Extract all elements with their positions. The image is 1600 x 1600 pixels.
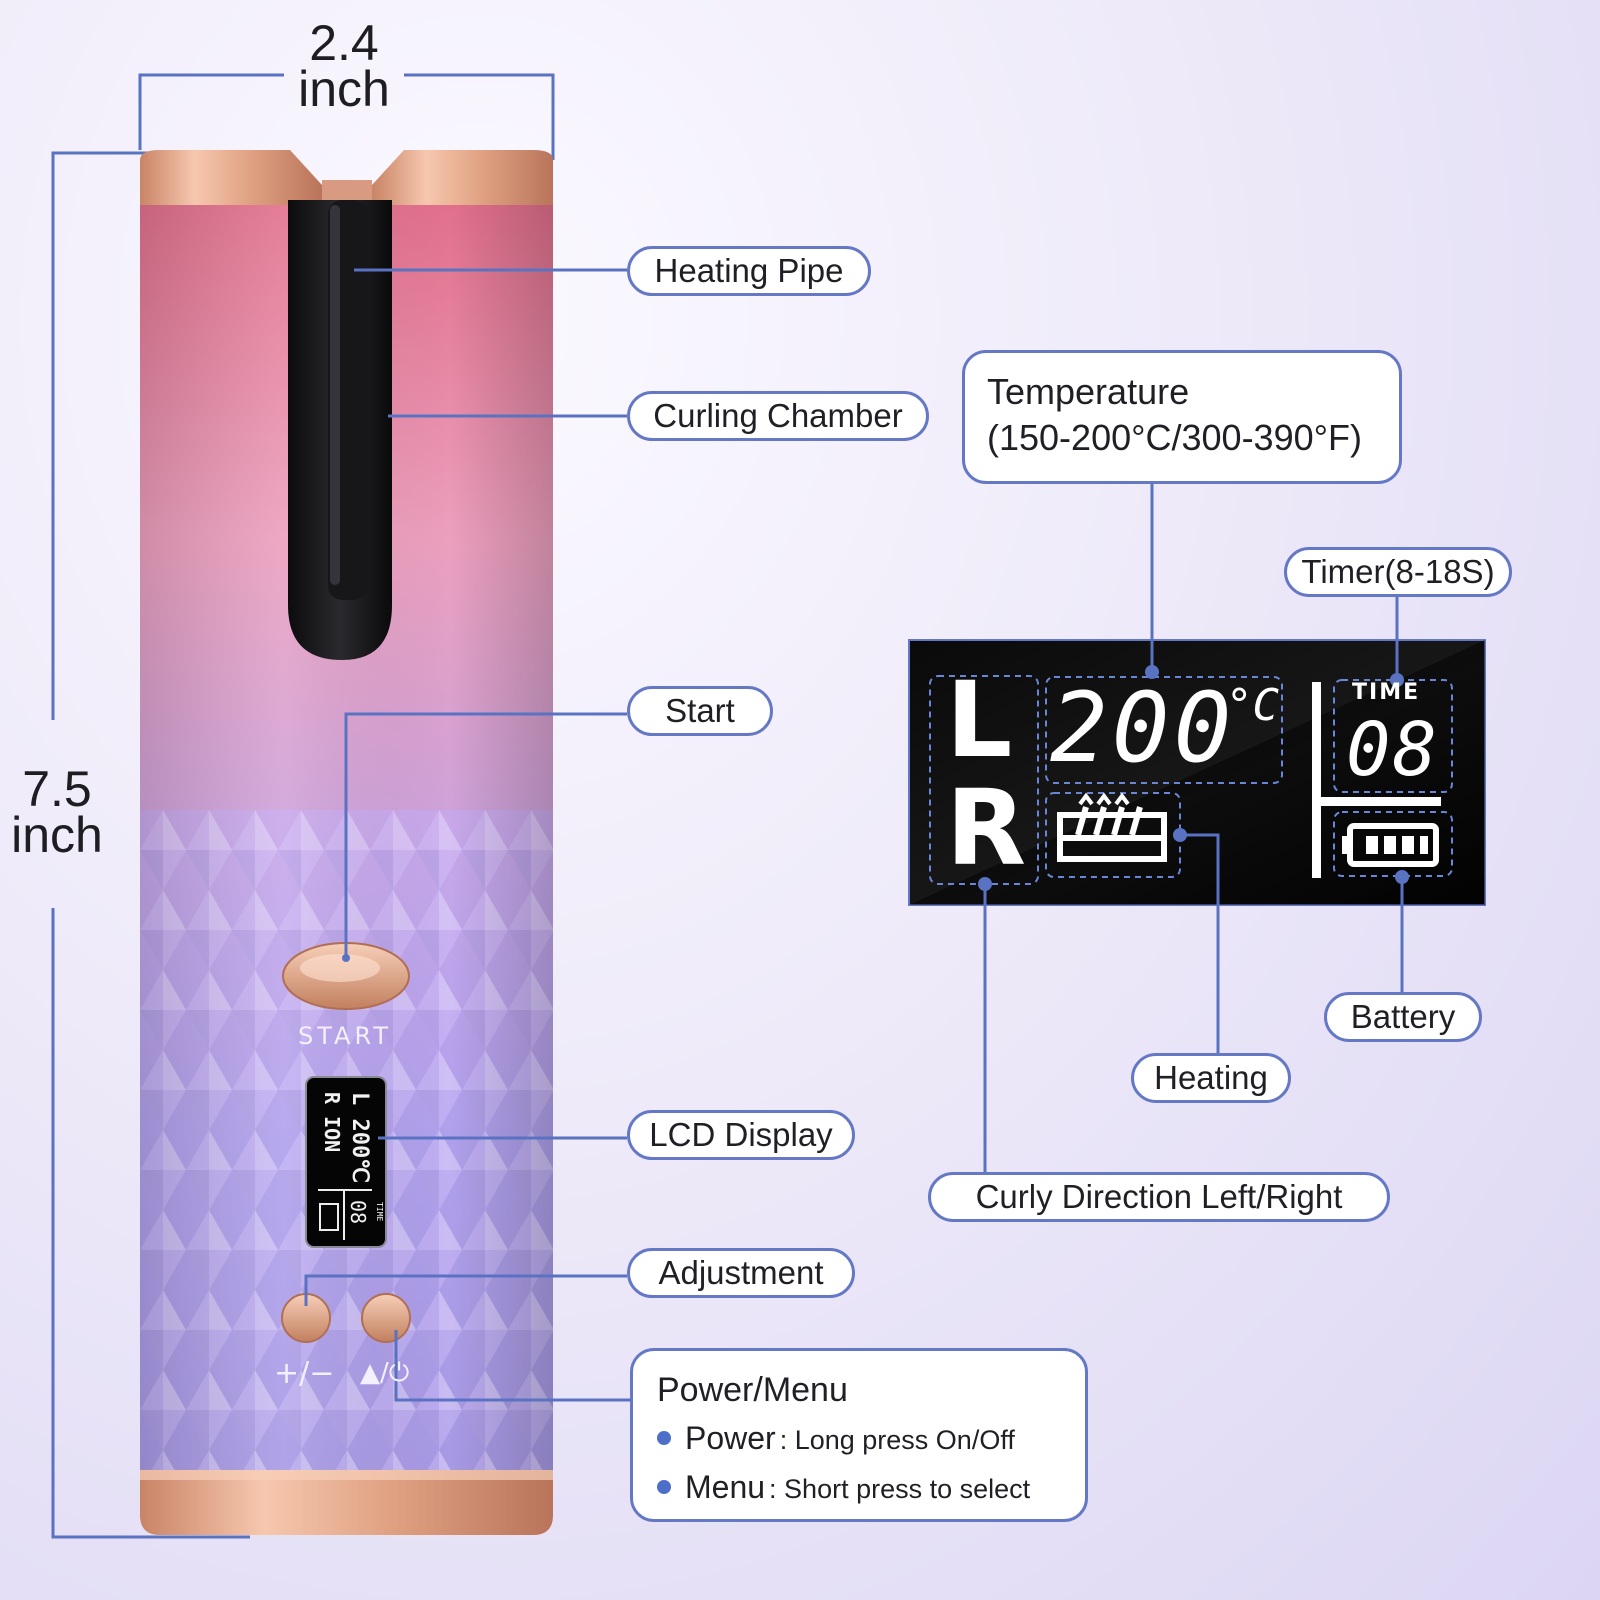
small-lcd-line1: L 200℃	[347, 1092, 372, 1183]
temperature-range: (150-200°C/300-390°F)	[987, 417, 1362, 458]
small-lcd-time: 08	[346, 1200, 370, 1225]
power-button-print: ▲/⏻	[360, 1358, 410, 1388]
heating-pipe-label: Heating Pipe	[627, 246, 871, 296]
lcd-time-value: 08	[1346, 707, 1440, 793]
curly-direction-text: Curly Direction Left/Right	[975, 1178, 1343, 1215]
timer-label: Timer(8-18S)	[1284, 547, 1512, 597]
menu-row: Menu : Short press to select	[657, 1469, 1061, 1506]
bullet-icon	[657, 1480, 671, 1494]
power-key: Power	[685, 1420, 776, 1456]
small-lcd-time-label: TIME	[375, 1202, 384, 1222]
timer-text: Timer(8-18S)	[1301, 553, 1495, 590]
heating-label: Heating	[1131, 1053, 1291, 1103]
adjustment-label: Adjustment	[627, 1248, 855, 1298]
lcd-display-label: LCD Display	[627, 1110, 855, 1160]
menu-key: Menu	[685, 1469, 766, 1505]
lcd-temperature: 200	[1050, 672, 1236, 784]
height-unit: inch	[11, 807, 103, 863]
power-desc: : Long press On/Off	[779, 1425, 1015, 1455]
heating-text: Heating	[1154, 1059, 1268, 1096]
start-print: START	[298, 1022, 393, 1050]
width-dimension: 2.4 inch	[284, 15, 404, 117]
lcd-temp-unit: °C	[1226, 680, 1279, 731]
power-menu-title: Power/Menu	[657, 1371, 848, 1409]
width-value: 2.4	[309, 15, 379, 71]
height-value: 7.5	[22, 761, 92, 817]
temperature-label: Temperature (150-200°C/300-390°F)	[962, 350, 1402, 484]
temperature-title: Temperature	[987, 371, 1190, 412]
adjustment-text: Adjustment	[658, 1254, 824, 1291]
curly-direction-label: Curly Direction Left/Right	[928, 1172, 1390, 1222]
bullet-icon	[657, 1431, 671, 1445]
lcd-direction-right: R	[946, 767, 1027, 889]
curling-chamber-text: Curling Chamber	[653, 397, 903, 434]
heating-pipe-text: Heating Pipe	[654, 252, 844, 289]
battery-text: Battery	[1350, 998, 1456, 1035]
small-lcd-line2: R ION	[320, 1092, 344, 1153]
height-dimension: 7.5 inch	[0, 761, 114, 863]
power-row: Power : Long press On/Off	[657, 1420, 1061, 1457]
lcd-time-label: TIME	[1352, 680, 1421, 705]
plus-minus-print: +/−	[274, 1356, 335, 1391]
start-label: Start	[627, 686, 773, 736]
curling-chamber-label: Curling Chamber	[627, 391, 929, 441]
battery-label: Battery	[1324, 992, 1482, 1042]
start-text: Start	[665, 692, 735, 729]
lcd-direction-left: L	[946, 659, 1013, 781]
width-unit: inch	[298, 61, 390, 117]
power-menu-label: Power/Menu Power : Long press On/Off Men…	[630, 1348, 1088, 1522]
lcd-display-text: LCD Display	[649, 1116, 833, 1153]
menu-desc: : Short press to select	[769, 1474, 1031, 1504]
